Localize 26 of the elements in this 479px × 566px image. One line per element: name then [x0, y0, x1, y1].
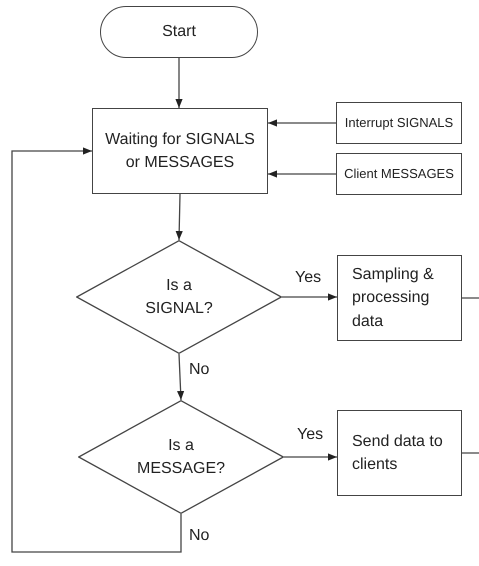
- node-label: Client MESSAGES: [344, 164, 454, 183]
- node-label: Interrupt SIGNALS: [344, 114, 454, 132]
- decision-diamond: [78, 400, 284, 514]
- arrow: [268, 119, 336, 127]
- arrow: [176, 194, 183, 240]
- node-label: Send data to clients: [352, 432, 444, 475]
- node-label: Sampling & processing data: [352, 265, 435, 332]
- connector-line: [462, 452, 479, 454]
- arrow: [268, 170, 336, 178]
- node-label: Is a MESSAGE?: [136, 436, 226, 479]
- input-box: [336, 102, 462, 144]
- process-box: [337, 255, 462, 341]
- process-box: [337, 410, 462, 496]
- arrow: [175, 58, 183, 108]
- arrow: [11, 147, 182, 553]
- arrow: [282, 293, 337, 301]
- process-box: [92, 108, 268, 194]
- start-terminal: [100, 6, 258, 58]
- arrow: [284, 453, 337, 461]
- decision-diamond: [76, 240, 282, 354]
- arrow: [177, 354, 184, 400]
- input-box: [336, 153, 462, 195]
- node-label: Waiting for SIGNALS or MESSAGES: [104, 130, 256, 173]
- connector-line: [462, 297, 479, 299]
- node-label: Start: [162, 22, 196, 42]
- node-label: Is a SIGNAL?: [144, 276, 214, 319]
